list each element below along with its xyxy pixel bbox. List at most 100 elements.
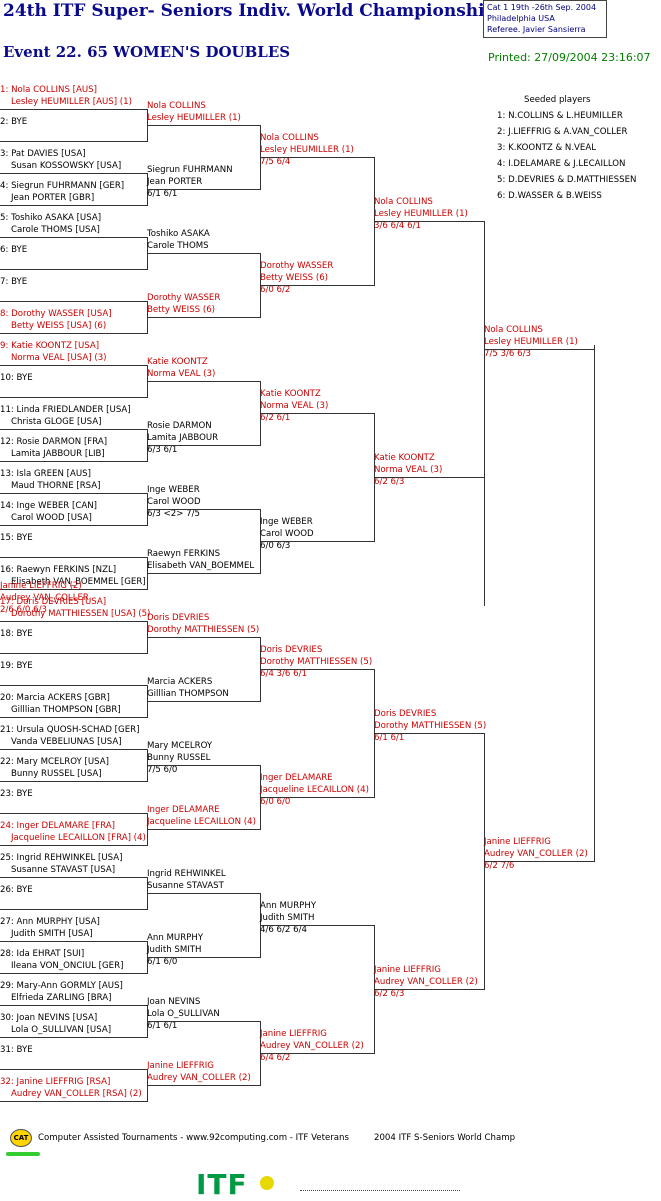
round1-score: 6/3 6/1 xyxy=(147,445,178,455)
draw-entry-player2: Carol WOOD [USA] xyxy=(11,513,92,523)
round4-player1: Nola COLLINS xyxy=(484,325,543,335)
round1-player1: Inge WEBER xyxy=(147,485,200,495)
seed-item: 5: D.DEVRIES & D.MATTHIESSEN xyxy=(497,175,637,185)
round1-line xyxy=(147,957,260,958)
draw-entry-player1: 23: BYE xyxy=(0,789,33,799)
footer-event-name: 2004 ITF S-Seniors World Champ xyxy=(374,1133,516,1143)
draw-entry-player2: Christa GLOGE [USA] xyxy=(11,417,102,427)
draw-entry-player1: 4: Siegrun FUHRMANN [GER] xyxy=(0,181,125,191)
round1-score: 6/1 6/1 xyxy=(147,189,178,199)
round1-player2: Audrey VAN_COLLER (2) xyxy=(147,1073,251,1083)
round2-line xyxy=(260,669,374,670)
event-title: Event 22. 65 WOMEN'S DOUBLES xyxy=(3,43,291,61)
draw-entry-player2: Gilllian THOMPSON [GBR] xyxy=(11,705,121,715)
draw-entry-player1: 5: Toshiko ASAKA [USA] xyxy=(0,213,102,223)
round2-score: 6/0 6/2 xyxy=(260,285,291,295)
draw-entry-line xyxy=(0,973,147,974)
draw-entry-player1: 15: BYE xyxy=(0,533,33,543)
draw-entry-line xyxy=(0,909,147,910)
draw-entry-line xyxy=(0,365,147,366)
draw-entry-player1: 3: Pat DAVIES [USA] xyxy=(0,149,86,159)
draw-entry-line xyxy=(0,525,147,526)
draw-entry-player2: Susan KOSSOWSKY [USA] xyxy=(11,161,122,171)
round3-score: 6/2 6/3 xyxy=(374,477,405,487)
draw-entry-line xyxy=(0,1037,147,1038)
round3-line xyxy=(374,989,484,990)
draw-entry-line xyxy=(0,1005,147,1006)
draw-entry-player1: 6: BYE xyxy=(0,245,28,255)
round5-player2: Audrey VAN_COLLER xyxy=(0,593,89,603)
draw-entry-line xyxy=(0,781,147,782)
draw-entry-player2: Susanne STAVAST [USA] xyxy=(11,865,116,875)
draw-entry-line xyxy=(0,429,147,430)
draw-entry-player1: 14: Inge WEBER [CAN] xyxy=(0,501,97,511)
round1-line xyxy=(147,509,260,510)
round1-player2: Betty WEISS (6) xyxy=(147,305,216,315)
draw-entry-line xyxy=(0,557,147,558)
footer-credit: Computer Assisted Tournaments - www.92co… xyxy=(38,1133,349,1143)
round2-player2: Carol WOOD xyxy=(260,529,314,539)
round2-line xyxy=(260,413,374,414)
round1-line xyxy=(147,189,260,190)
draw-entry-line xyxy=(0,237,147,238)
round2-player2: Lesley HEUMILLER (1) xyxy=(260,145,354,155)
round1-player2: Lesley HEUMILLER (1) xyxy=(147,113,241,123)
round1-player1: Ann MURPHY xyxy=(147,933,204,943)
round2-player1: Katie KOONTZ xyxy=(260,389,321,399)
round1-player1: Janine LIEFFRIG xyxy=(147,1061,214,1071)
cat-logo-underline xyxy=(6,1152,40,1156)
draw-entry-player1: 29: Mary-Ann GORMLY [AUS] xyxy=(0,981,123,991)
draw-entry-player2: Audrey VAN_COLLER [RSA] (2) xyxy=(11,1089,142,1099)
round3-line xyxy=(374,733,484,734)
seed-item: 4: I.DELAMARE & J.LECAILLON xyxy=(497,159,626,169)
round1-line xyxy=(147,1085,260,1086)
draw-entry-line xyxy=(0,109,147,110)
round1-player1: Mary MCELROY xyxy=(147,741,213,751)
round1-player2: Elisabeth VAN_BOEMMEL xyxy=(147,561,255,571)
info-referee: Referee. Javier Sansierra xyxy=(487,25,586,34)
round1-player2: Susanne STAVAST xyxy=(147,881,224,891)
round1-player1: Inger DELAMARE xyxy=(147,805,220,815)
draw-entry-player1: 21: Ursula QUOSH-SCHAD [GER] xyxy=(0,725,140,735)
round4-player1: Janine LIEFFRIG xyxy=(484,837,551,847)
draw-entry-line xyxy=(0,461,147,462)
round4-player2: Lesley HEUMILLER (1) xyxy=(484,337,578,347)
round2-player2: Betty WEISS (6) xyxy=(260,273,329,283)
round2-player1: Dorothy WASSER xyxy=(260,261,334,271)
draw-entry-player1: 32: Janine LIEFFRIG [RSA] xyxy=(0,1077,111,1087)
draw-entry-player2: Elisabeth VAN_BOEMMEL [GER] xyxy=(11,577,146,587)
round5-player1: Janine LIEFFRIG (2) xyxy=(0,581,82,591)
round3-player1: Katie KOONTZ xyxy=(374,453,435,463)
draw-entry-player2: Betty WEISS [USA] (6) xyxy=(11,321,107,331)
round3-player2: Lesley HEUMILLER (1) xyxy=(374,209,468,219)
info-location: Philadelphia USA xyxy=(487,14,555,23)
draw-entry-line xyxy=(0,621,147,622)
round2-player1: Inger DELAMARE xyxy=(260,773,333,783)
winner-box-left xyxy=(484,345,485,606)
round1-line xyxy=(147,573,260,574)
seed-item: 1: N.COLLINS & L.HEUMILLER xyxy=(497,111,623,121)
round2-player1: Inge WEBER xyxy=(260,517,313,527)
draw-entry-line xyxy=(0,397,147,398)
round1-player2: Bunny RUSSEL xyxy=(147,753,211,763)
round1-line xyxy=(147,765,260,766)
draw-entry-player2: Jean PORTER [GBR] xyxy=(11,193,95,203)
seed-item: 2: J.LIEFFRIG & A.VAN_COLLER xyxy=(497,127,628,137)
round1-line xyxy=(147,125,260,126)
draw-entry-player2: Vanda VEBELIUNAS [USA] xyxy=(11,737,122,747)
draw-entry-player1: 22: Mary MCELROY [USA] xyxy=(0,757,109,767)
itf-logo: ITF xyxy=(196,1168,248,1201)
draw-entry-line xyxy=(0,301,147,302)
round1-player1: Raewyn FERKINS xyxy=(147,549,221,559)
round2-line xyxy=(260,157,374,158)
draw-entry-line xyxy=(0,205,147,206)
round2-score: 6/2 6/1 xyxy=(260,413,291,423)
round1-player2: Lamita JABBOUR xyxy=(147,433,219,443)
round2-player1: Doris DEVRIES xyxy=(260,645,323,655)
draw-entry-player2: Lola O_SULLIVAN [USA] xyxy=(11,1025,112,1035)
round2-player2: Norma VEAL (3) xyxy=(260,401,329,411)
draw-entry-player2: Lesley HEUMILLER [AUS] (1) xyxy=(11,97,132,107)
round1-score: 6/1 6/0 xyxy=(147,957,178,967)
draw-entry-player2: Ileana VON_ONCIUL [GER] xyxy=(11,961,124,971)
draw-entry-line xyxy=(0,941,147,942)
